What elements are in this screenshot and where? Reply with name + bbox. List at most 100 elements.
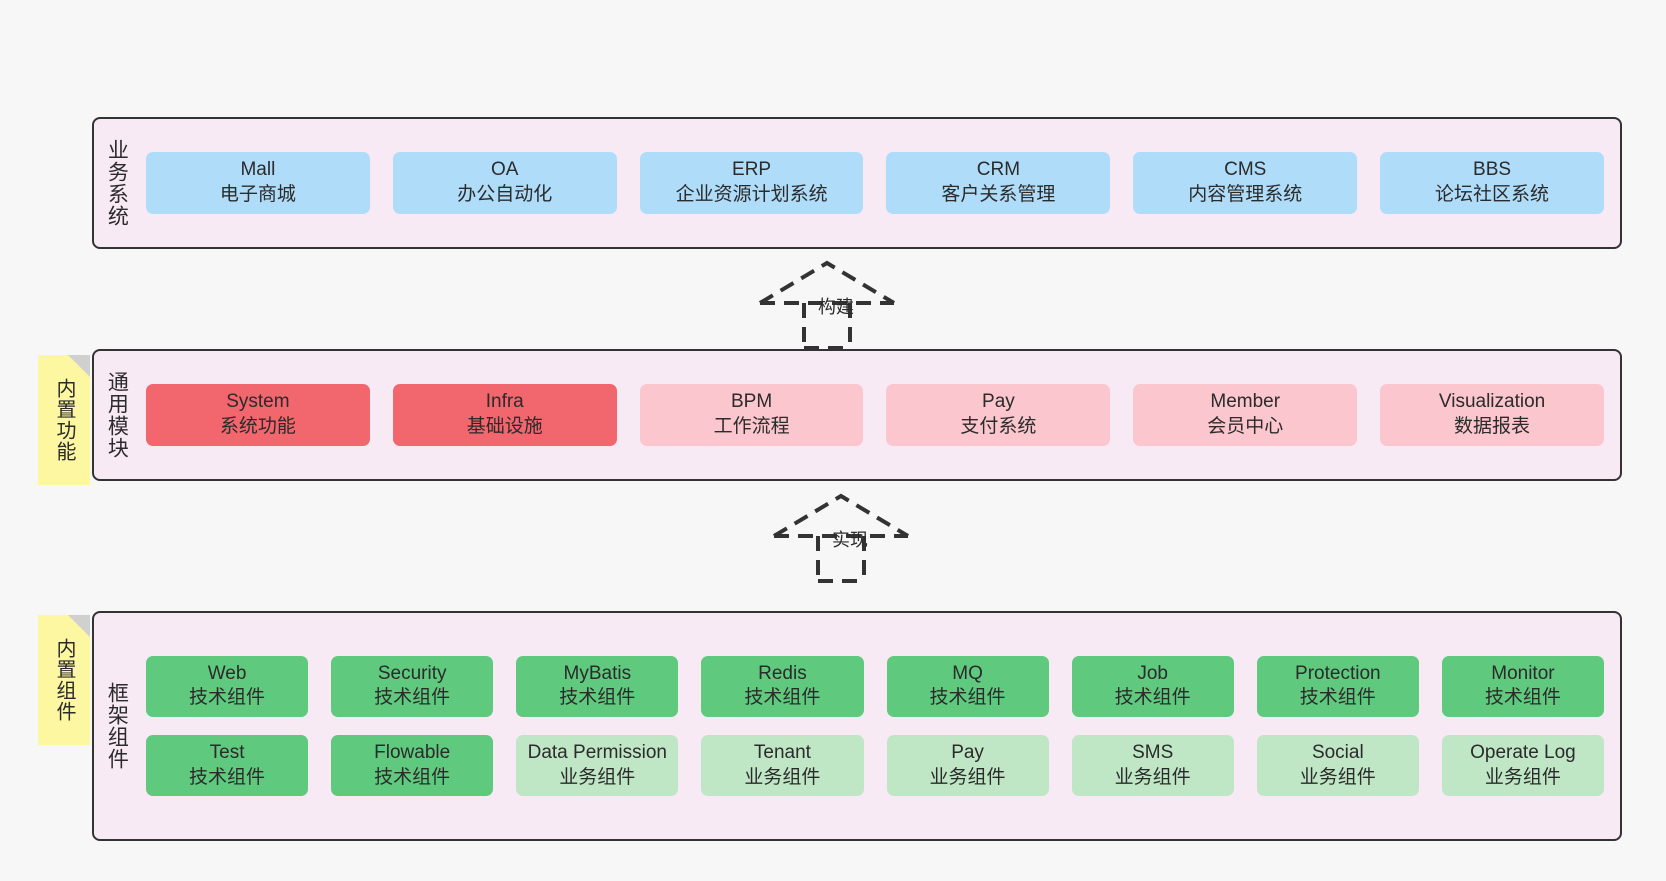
card-web[interactable]: Web 技术组件 <box>146 655 309 717</box>
card-tenant-subtitle: 业务组件 <box>744 766 821 788</box>
framework-row-business: Test 技术组件 Flowable 技术组件 Data Permission … <box>146 735 1604 797</box>
card-protection-title: Protection <box>1295 662 1381 684</box>
card-mybatis[interactable]: MyBatis 技术组件 <box>516 655 679 717</box>
card-job-subtitle: 技术组件 <box>1114 687 1191 709</box>
card-redis[interactable]: Redis 技术组件 <box>701 655 864 717</box>
card-crm[interactable]: CRM 客户关系管理 <box>886 152 1111 214</box>
card-web-title: Web <box>207 662 247 684</box>
card-pay-component-subtitle: 业务组件 <box>929 766 1006 788</box>
layer-framework-component-body: Web 技术组件 Security 技术组件 MyBatis 技术组件 Redi… <box>138 613 1620 839</box>
card-protection[interactable]: Protection 技术组件 <box>1256 655 1419 717</box>
card-flowable[interactable]: Flowable 技术组件 <box>331 735 494 797</box>
layer-business-system-title: 业务系统 <box>105 139 129 227</box>
card-monitor[interactable]: Monitor 技术组件 <box>1441 655 1604 717</box>
card-protection-subtitle: 技术组件 <box>1299 687 1376 709</box>
note-fold-corner-icon-2 <box>68 615 90 637</box>
card-bbs-title: BBS <box>1473 159 1512 181</box>
note-fold-corner-icon <box>68 355 90 377</box>
card-visualization-subtitle: 数据报表 <box>1454 416 1531 437</box>
card-flowable-subtitle: 技术组件 <box>374 766 451 788</box>
card-erp-subtitle: 企业资源计划系统 <box>675 184 828 205</box>
note-builtin-function-text: 内置功能 <box>53 378 75 462</box>
card-member[interactable]: Member 会员中心 <box>1133 384 1358 446</box>
card-pay-component-title: Pay <box>951 742 984 763</box>
card-mybatis-subtitle: 技术组件 <box>559 687 636 709</box>
card-bbs[interactable]: BBS 论坛社区系统 <box>1380 152 1604 214</box>
card-erp-title: ERP <box>732 159 772 181</box>
card-crm-subtitle: 客户关系管理 <box>941 184 1056 205</box>
card-test[interactable]: Test 技术组件 <box>146 735 309 797</box>
card-infra[interactable]: Infra 基础设施 <box>392 384 617 446</box>
card-bbs-subtitle: 论坛社区系统 <box>1435 184 1550 205</box>
layer-framework-component[interactable]: 框架组件 Web 技术组件 Security 技术组件 MyBatis 技术组件… <box>92 611 1622 841</box>
card-flowable-title: Flowable <box>374 742 451 763</box>
card-sms-subtitle: 业务组件 <box>1114 766 1191 788</box>
card-test-title: Test <box>209 742 245 763</box>
card-oa-title: OA <box>491 159 519 181</box>
card-operate-log-subtitle: 业务组件 <box>1484 766 1561 788</box>
card-data-permission[interactable]: Data Permission 业务组件 <box>516 735 679 797</box>
card-mq-title: MQ <box>952 662 983 684</box>
arrow-build-label: 构建 <box>818 297 854 317</box>
card-pay-module-subtitle: 支付系统 <box>960 416 1037 437</box>
layer-common-module-title: 通用模块 <box>105 371 129 459</box>
card-redis-title: Redis <box>758 662 807 684</box>
card-infra-subtitle: 基础设施 <box>466 416 543 437</box>
layer-common-module[interactable]: 通用模块 System 系统功能 Infra 基础设施 BPM 工作流程 Pay… <box>92 349 1622 481</box>
layer-common-module-body: System 系统功能 Infra 基础设施 BPM 工作流程 Pay 支付系统… <box>138 351 1620 479</box>
card-pay-module[interactable]: Pay 支付系统 <box>886 384 1111 446</box>
card-mall-subtitle: 电子商城 <box>219 184 296 205</box>
card-social-title: Social <box>1311 742 1364 763</box>
card-data-permission-title: Data Permission <box>527 742 667 763</box>
card-tenant[interactable]: Tenant 业务组件 <box>701 735 864 797</box>
card-test-subtitle: 技术组件 <box>189 766 266 788</box>
arrow-build <box>758 260 896 350</box>
card-job-title: Job <box>1137 662 1168 684</box>
card-infra-title: Infra <box>485 391 524 413</box>
card-pay-module-title: Pay <box>982 391 1015 413</box>
layer-business-system-body: Mall 电子商城 OA 办公自动化 ERP 企业资源计划系统 CRM 客户关系… <box>138 119 1620 247</box>
card-visualization-title: Visualization <box>1438 391 1546 413</box>
card-erp[interactable]: ERP 企业资源计划系统 <box>639 152 864 214</box>
card-operate-log[interactable]: Operate Log 业务组件 <box>1441 735 1604 797</box>
card-visualization[interactable]: Visualization 数据报表 <box>1380 384 1604 446</box>
card-cms[interactable]: CMS 内容管理系统 <box>1133 152 1358 214</box>
card-crm-title: CRM <box>976 159 1021 181</box>
card-bpm[interactable]: BPM 工作流程 <box>639 384 864 446</box>
card-web-subtitle: 技术组件 <box>189 687 266 709</box>
layer-framework-component-title: 框架组件 <box>105 682 129 770</box>
card-mall[interactable]: Mall 电子商城 <box>146 152 370 214</box>
layer-business-system[interactable]: 业务系统 Mall 电子商城 OA 办公自动化 ERP 企业资源计划系统 CRM… <box>92 117 1622 249</box>
card-cms-subtitle: 内容管理系统 <box>1188 184 1303 205</box>
card-oa[interactable]: OA 办公自动化 <box>392 152 617 214</box>
card-cms-title: CMS <box>1224 159 1267 181</box>
card-social[interactable]: Social 业务组件 <box>1256 735 1419 797</box>
card-system[interactable]: System 系统功能 <box>146 384 370 446</box>
card-sms-title: SMS <box>1132 742 1174 763</box>
business-system-row: Mall 电子商城 OA 办公自动化 ERP 企业资源计划系统 CRM 客户关系… <box>146 152 1604 214</box>
card-system-title: System <box>226 391 290 413</box>
card-mq-subtitle: 技术组件 <box>929 687 1006 709</box>
framework-row-tech: Web 技术组件 Security 技术组件 MyBatis 技术组件 Redi… <box>146 655 1604 717</box>
card-mq[interactable]: MQ 技术组件 <box>886 655 1049 717</box>
card-sms[interactable]: SMS 业务组件 <box>1071 735 1234 797</box>
card-pay-component[interactable]: Pay 业务组件 <box>886 735 1049 797</box>
card-security[interactable]: Security 技术组件 <box>331 655 494 717</box>
card-tenant-title: Tenant <box>753 742 811 763</box>
arrow-implement <box>772 493 910 583</box>
note-builtin-component-text: 内置组件 <box>53 638 75 722</box>
card-bpm-title: BPM <box>730 391 773 413</box>
card-job[interactable]: Job 技术组件 <box>1071 655 1234 717</box>
card-system-subtitle: 系统功能 <box>219 416 296 437</box>
card-monitor-title: Monitor <box>1491 662 1555 684</box>
common-module-row: System 系统功能 Infra 基础设施 BPM 工作流程 Pay 支付系统… <box>146 384 1604 446</box>
card-mybatis-title: MyBatis <box>563 662 632 684</box>
card-security-title: Security <box>377 662 447 684</box>
arrow-implement-label: 实现 <box>832 530 868 550</box>
card-operate-log-title: Operate Log <box>1470 742 1576 763</box>
card-bpm-subtitle: 工作流程 <box>713 416 790 437</box>
card-member-title: Member <box>1210 391 1281 413</box>
note-builtin-function: 内置功能 <box>38 355 90 485</box>
card-social-subtitle: 业务组件 <box>1299 766 1376 788</box>
